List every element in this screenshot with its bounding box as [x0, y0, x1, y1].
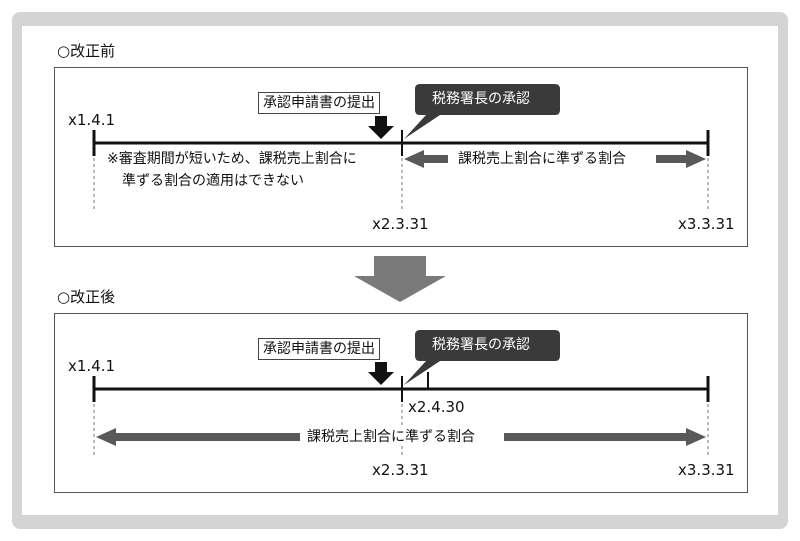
- after-mid-date: x2.3.31: [372, 461, 429, 479]
- after-end-date: x3.3.31: [678, 461, 735, 479]
- transition-down-arrow-icon: [354, 256, 446, 302]
- before-range-arrow-left-icon: [404, 150, 448, 168]
- before-section-title: ○改正前: [57, 42, 116, 60]
- after-panel: [54, 313, 748, 493]
- before-end-date: x3.3.31: [678, 215, 735, 233]
- before-range-arrow-right-icon: [656, 150, 706, 168]
- after-range-label: 課税売上割合に準ずる割合: [303, 428, 479, 446]
- before-submission-arrow-icon: [368, 116, 394, 139]
- after-start-date: x1.4.1: [68, 357, 116, 375]
- after-range-arrow-right-icon: [504, 428, 706, 446]
- after-approval-callout: [404, 330, 560, 385]
- after-submission-arrow-icon: [368, 362, 394, 385]
- after-submission-label: 承認申請書の提出: [258, 338, 380, 360]
- before-submission-label: 承認申請書の提出: [258, 92, 380, 114]
- after-approval-date: x2.4.30: [408, 398, 465, 416]
- before-note-line2: 準ずる割合の適用はできない: [122, 173, 304, 189]
- before-note-line1: ※審査期間が短いため、課税売上割合に: [107, 151, 357, 167]
- after-approval-label: 税務署長の承認: [432, 337, 530, 353]
- before-mid-date: x2.3.31: [372, 215, 429, 233]
- after-range-arrow-left-icon: [96, 428, 300, 446]
- before-approval-callout: [404, 84, 560, 139]
- after-section-title: ○改正後: [57, 288, 116, 306]
- before-range-label: 課税売上割合に準ずる割合: [454, 150, 630, 168]
- before-start-date: x1.4.1: [68, 111, 116, 129]
- before-approval-label: 税務署長の承認: [432, 91, 530, 107]
- before-panel: [54, 67, 748, 247]
